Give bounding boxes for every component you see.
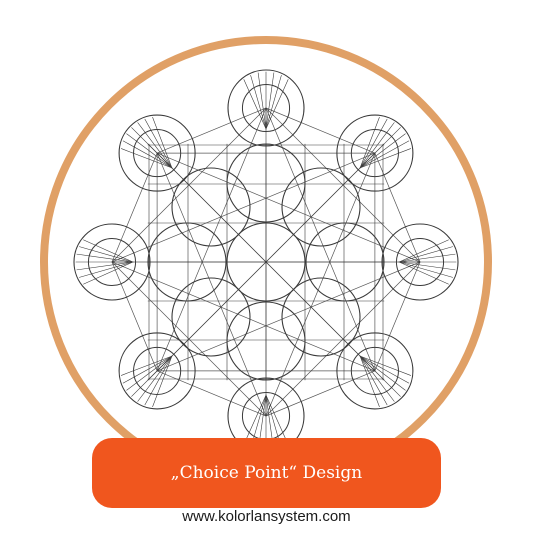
connector-line: [265, 107, 376, 154]
diagonal-circle: [171, 167, 251, 247]
sacred-geometry: [73, 69, 459, 455]
fan-line: [359, 140, 410, 169]
inner-ring-circle: [133, 346, 182, 395]
fan-line: [359, 148, 412, 169]
fan-line: [122, 355, 173, 384]
fan-line: [250, 75, 267, 130]
fan-line: [76, 253, 134, 263]
inner-ring-circle: [395, 237, 445, 287]
fan-line: [398, 239, 449, 263]
inner-ring-circle: [350, 129, 399, 178]
connector-line: [111, 152, 158, 263]
connector-line: [156, 261, 421, 372]
inner-ring-circle: [241, 83, 291, 133]
fan-line: [120, 148, 173, 169]
fan-line: [398, 261, 456, 271]
core-circle: [305, 222, 385, 302]
fan-line: [265, 394, 289, 445]
inner-ring-circle: [133, 129, 182, 178]
inner-ring-circle: [350, 346, 399, 395]
connector-line: [111, 261, 158, 372]
outer-circle: [73, 223, 151, 301]
connector-line: [156, 107, 267, 372]
fan-line: [398, 246, 453, 263]
fan-line: [152, 116, 173, 169]
fan-line: [83, 239, 134, 263]
title-banner: „Choice Point“ Design: [92, 438, 441, 508]
fan-line: [76, 261, 134, 271]
inner-ring-circle: [87, 237, 137, 287]
core-circle: [226, 301, 306, 381]
core-circle: [226, 143, 306, 223]
fan-line: [359, 355, 410, 384]
core-circle: [147, 222, 227, 302]
fan-line: [398, 253, 456, 263]
connector-line: [265, 370, 376, 417]
outer-circle: [118, 114, 196, 192]
fan-line: [398, 261, 449, 285]
connector-line: [156, 152, 267, 417]
fan-line: [79, 261, 134, 278]
connector-line: [156, 107, 267, 154]
connector-line: [111, 152, 376, 263]
fan-line: [243, 79, 267, 130]
connector-line: [265, 152, 376, 417]
fan-line: [265, 75, 282, 130]
fan-line: [83, 261, 134, 285]
outer-circle: [227, 69, 305, 147]
fan-line: [152, 355, 173, 408]
connector-line: [111, 261, 376, 372]
fan-line: [265, 79, 289, 130]
outer-circle: [381, 223, 459, 301]
fan-line: [359, 355, 380, 408]
fan-line: [243, 394, 267, 445]
banner-title: „Choice Point“ Design: [170, 463, 363, 483]
outer-circle: [118, 332, 196, 410]
core-circle: [226, 222, 306, 302]
website-url: www.kolorlansystem.com: [182, 508, 351, 525]
outer-circle: [336, 114, 414, 192]
connector-line: [265, 107, 376, 372]
fan-line: [359, 118, 388, 169]
connector-line: [374, 261, 421, 372]
fan-line: [265, 72, 275, 130]
fan-line: [79, 246, 134, 263]
connector-line: [156, 152, 421, 263]
fan-line: [257, 72, 267, 130]
fan-line: [144, 355, 173, 406]
connector-line: [374, 152, 421, 263]
fan-line: [144, 118, 173, 169]
diagonal-circle: [281, 277, 361, 357]
fan-line: [122, 140, 173, 169]
fan-line: [359, 355, 412, 376]
diagonal-line: [147, 143, 385, 381]
outer-circle: [336, 332, 414, 410]
connector-line: [156, 370, 267, 417]
diagonal-circle: [171, 277, 251, 357]
diagonal-circle: [281, 167, 361, 247]
fan-line: [398, 261, 453, 278]
fan-line: [120, 355, 173, 376]
fan-line: [359, 355, 388, 406]
fan-line: [359, 116, 380, 169]
